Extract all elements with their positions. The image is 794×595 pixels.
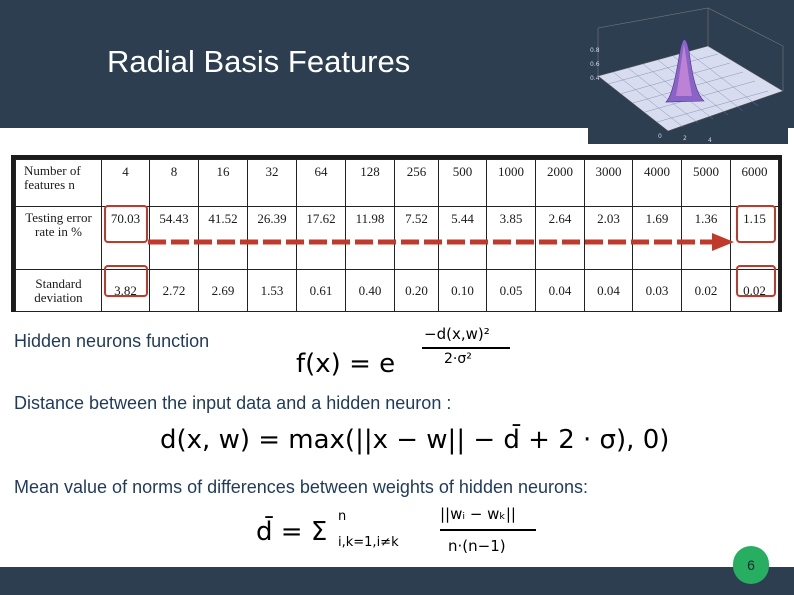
dbar-denominator: n·(n−1)	[448, 537, 506, 555]
error-rate-cell: 26.39	[247, 206, 297, 270]
slide-number-badge: 6	[733, 546, 769, 584]
row-label-std-dev: Standard deviation	[15, 269, 102, 312]
dbar-sub: i,k=1,i≠k	[338, 535, 399, 550]
std-dev-cell: 3.82	[101, 269, 150, 312]
f-lhs: f(x) = e	[296, 349, 396, 379]
error-rate-cell: 11.98	[345, 206, 395, 270]
error-rate-cell: 2.03	[584, 206, 633, 270]
f-exponent-bar	[422, 347, 510, 349]
std-dev-cell: 0.04	[535, 269, 585, 312]
features-cell: 6000	[730, 159, 779, 207]
results-table-frame: Number of features n 4 8 16 32 64 128 25…	[11, 155, 782, 312]
distance-formula: d(x, w) = max(||x − w|| − d̄ + 2 · σ), 0…	[160, 425, 670, 455]
error-rate-cell: 7.52	[394, 206, 439, 270]
error-rate-cell: 3.85	[486, 206, 536, 270]
mean-formula: d̄ = Σ n i,k=1,i≠k ||wᵢ − wₖ|| n·(n−1)	[256, 505, 546, 565]
std-dev-cell: 0.10	[438, 269, 487, 312]
footer-bar	[0, 567, 794, 595]
features-cell: 1000	[486, 159, 536, 207]
highlight-box-first-std	[104, 265, 148, 297]
gaussian-surface-plot-icon: 0.4 0.6 0.8 0 2 4	[588, 6, 788, 144]
features-cell: 2000	[535, 159, 585, 207]
features-cell: 5000	[681, 159, 731, 207]
features-cell: 128	[345, 159, 395, 207]
features-cell: 32	[247, 159, 297, 207]
hidden-function-label: Hidden neurons function	[14, 331, 210, 351]
dbar-numerator: ||wᵢ − wₖ||	[440, 505, 516, 523]
svg-text:2: 2	[683, 135, 687, 142]
std-dev-cell: 0.40	[345, 269, 395, 312]
error-rate-cell: 70.03	[101, 206, 150, 270]
std-dev-cell: 0.02	[730, 269, 779, 312]
features-row: Number of features n 4 8 16 32 64 128 25…	[15, 159, 779, 207]
std-dev-cell: 1.53	[247, 269, 297, 312]
svg-text:4: 4	[708, 137, 712, 144]
row-label-error-rate: Testing error rate in %	[15, 206, 102, 270]
error-rate-cell: 54.43	[149, 206, 199, 270]
error-rate-cell: 5.44	[438, 206, 487, 270]
slide-title: Radial Basis Features	[107, 44, 411, 79]
std-dev-cell: 0.61	[296, 269, 346, 312]
std-dev-cell: 0.02	[681, 269, 731, 312]
red-dashed-arrow-icon	[148, 233, 734, 251]
dbar-bar	[440, 529, 536, 531]
std-dev-cell: 0.05	[486, 269, 536, 312]
highlight-box-last-std	[736, 265, 776, 297]
highlight-box-last-error	[736, 205, 776, 243]
error-rate-cell: 2.64	[535, 206, 585, 270]
f-exponent-numerator: −d(x,w)²	[424, 325, 490, 343]
features-cell: 500	[438, 159, 487, 207]
std-dev-cell: 2.72	[149, 269, 199, 312]
svg-text:0.8: 0.8	[590, 47, 600, 54]
features-cell: 4	[101, 159, 150, 207]
highlight-box-first-error	[104, 205, 148, 243]
features-cell: 256	[394, 159, 439, 207]
error-rate-cell: 1.15	[730, 206, 779, 270]
svg-text:0.4: 0.4	[590, 75, 600, 82]
features-cell: 4000	[632, 159, 682, 207]
std-dev-row: Standard deviation 3.82 2.72 2.69 1.53 0…	[15, 269, 779, 312]
features-cell: 16	[198, 159, 248, 207]
error-rate-cell: 1.69	[632, 206, 682, 270]
std-dev-cell: 0.04	[584, 269, 633, 312]
row-label-features: Number of features n	[15, 159, 102, 207]
std-dev-cell: 0.20	[394, 269, 439, 312]
svg-text:0: 0	[658, 133, 662, 140]
svg-text:0.6: 0.6	[590, 61, 600, 68]
dbar-lhs: d̄ = Σ	[256, 517, 328, 547]
features-cell: 3000	[584, 159, 633, 207]
f-exponent-denominator: 2·σ²	[444, 351, 472, 367]
distance-label: Distance between the input data and a hi…	[14, 393, 452, 413]
mean-label: Mean value of norms of differences betwe…	[14, 477, 589, 497]
features-cell: 8	[149, 159, 199, 207]
features-cell: 64	[296, 159, 346, 207]
std-dev-cell: 2.69	[198, 269, 248, 312]
std-dev-cell: 0.03	[632, 269, 682, 312]
results-table: Number of features n 4 8 16 32 64 128 25…	[15, 159, 779, 312]
error-rate-cell: 17.62	[296, 206, 346, 270]
rbf-function-formula: f(x) = e −d(x,w)² 2·σ²	[296, 325, 526, 385]
dbar-sup: n	[338, 509, 347, 524]
